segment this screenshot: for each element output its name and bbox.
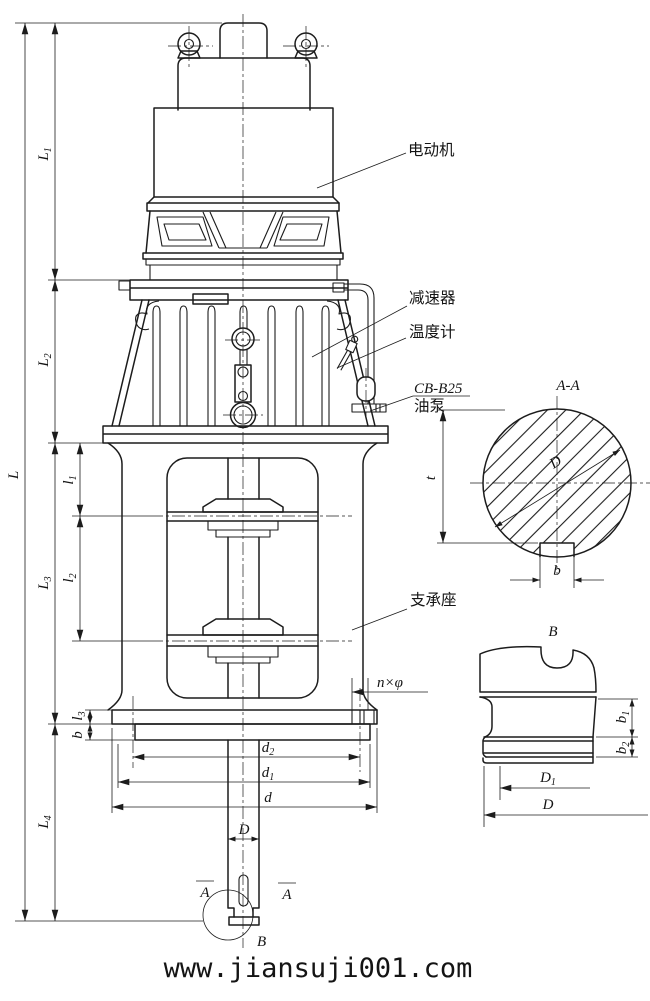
dim-label-L3: L3 xyxy=(36,576,54,590)
shaft-collar xyxy=(228,916,260,926)
dim-label-b1: b1 xyxy=(614,711,632,724)
dim-label-n-phi: n×φ xyxy=(377,675,403,691)
bearing-assembly-upper xyxy=(166,498,319,538)
label-support-seat: 支承座 xyxy=(410,591,457,609)
dim-label-l1: l1 xyxy=(61,475,79,484)
dim-label-d2: d2 xyxy=(262,740,275,758)
dim-label-L4: L4 xyxy=(36,815,54,829)
casting-hook-left xyxy=(135,300,160,331)
dim-label-D-shaft: D xyxy=(238,822,250,838)
oil-pump-body xyxy=(351,376,387,413)
reducer-housing xyxy=(102,279,389,444)
bracket-window-right xyxy=(273,216,330,247)
label-section-aa: A-A xyxy=(555,378,580,394)
text-labels: 电动机 减速器 温度计 CB-B25 油泵 支承座 A-A B B A A L … xyxy=(6,141,632,950)
seat-base-plate xyxy=(134,723,371,741)
dim-label-D-hub: D xyxy=(542,797,554,813)
reducer-walls xyxy=(111,299,376,427)
motor-cap xyxy=(177,57,311,111)
seat-wall-right xyxy=(362,442,378,711)
label-pump-model: CB-B25 xyxy=(414,381,463,397)
inner-shaft xyxy=(227,457,260,699)
motor-body xyxy=(153,107,334,198)
dim-label-d: d xyxy=(264,790,272,806)
motor-assembly xyxy=(146,22,340,212)
dim-label-b2: b2 xyxy=(614,742,632,755)
dim-label-b-flange: b xyxy=(70,731,86,739)
reducer-cover xyxy=(129,279,349,301)
hub-neck-left xyxy=(479,696,493,738)
thermometer-device xyxy=(336,335,359,371)
label-thermometer: 温度计 xyxy=(409,323,456,341)
dim-label-b-key: b xyxy=(553,563,561,579)
leader-lines xyxy=(311,152,470,631)
leader-support-seat xyxy=(351,608,408,631)
seat-wall-left xyxy=(107,442,123,711)
motor-base xyxy=(147,196,340,204)
dim-label-L: L xyxy=(6,471,22,480)
reducer-flange xyxy=(102,425,389,444)
dim-label-l3: l3 xyxy=(70,711,88,720)
label-detail-b-title: B xyxy=(548,624,557,640)
cover-plug-left xyxy=(118,280,131,291)
label-section-a-left: A xyxy=(199,885,210,901)
detail-b-view xyxy=(479,645,597,764)
hub-cap xyxy=(479,645,597,693)
leader-thermometer xyxy=(336,337,407,369)
dimension-lines xyxy=(15,22,648,922)
bolt-hole-hatch-right xyxy=(363,709,375,725)
pipe-fitting xyxy=(332,282,345,293)
motor-bracket xyxy=(142,210,344,280)
hub-neck-right xyxy=(592,696,597,738)
keyway-slot xyxy=(238,874,249,907)
leader-oil-pump xyxy=(369,395,470,412)
leader-reducer xyxy=(311,305,408,358)
label-reducer: 减速器 xyxy=(409,289,456,307)
label-oil-pump: 油泵 xyxy=(414,397,445,415)
terminal-box xyxy=(219,22,268,59)
oil-filler xyxy=(192,293,229,305)
oil-pipe xyxy=(344,283,375,404)
dim-label-d1: d1 xyxy=(262,765,275,783)
dim-label-L2: L2 xyxy=(36,353,54,367)
label-detail-b: B xyxy=(257,934,266,950)
seat-base-flange xyxy=(111,709,378,725)
detail-b-circle xyxy=(202,889,254,941)
watermark-text: www.jiansuji001.com xyxy=(164,953,473,984)
bracket-ribs xyxy=(202,211,284,249)
dim-label-D1: D1 xyxy=(539,770,556,788)
dim-label-L1: L1 xyxy=(36,147,54,161)
cooling-fins xyxy=(152,305,330,426)
label-motor: 电动机 xyxy=(408,141,455,159)
leader-motor xyxy=(316,152,407,189)
hub-rim xyxy=(483,736,594,758)
bolt-hole-hatch-left xyxy=(351,709,361,725)
bracket-window-left xyxy=(156,216,213,247)
dim-label-t: t xyxy=(423,475,439,480)
seat-opening xyxy=(166,457,319,699)
dim-label-l2: l2 xyxy=(61,573,79,582)
output-shaft xyxy=(202,739,260,941)
label-section-a-right: A xyxy=(281,887,292,903)
keyway-section xyxy=(539,542,575,558)
support-seat xyxy=(107,442,378,741)
casting-hook-right xyxy=(326,300,351,331)
